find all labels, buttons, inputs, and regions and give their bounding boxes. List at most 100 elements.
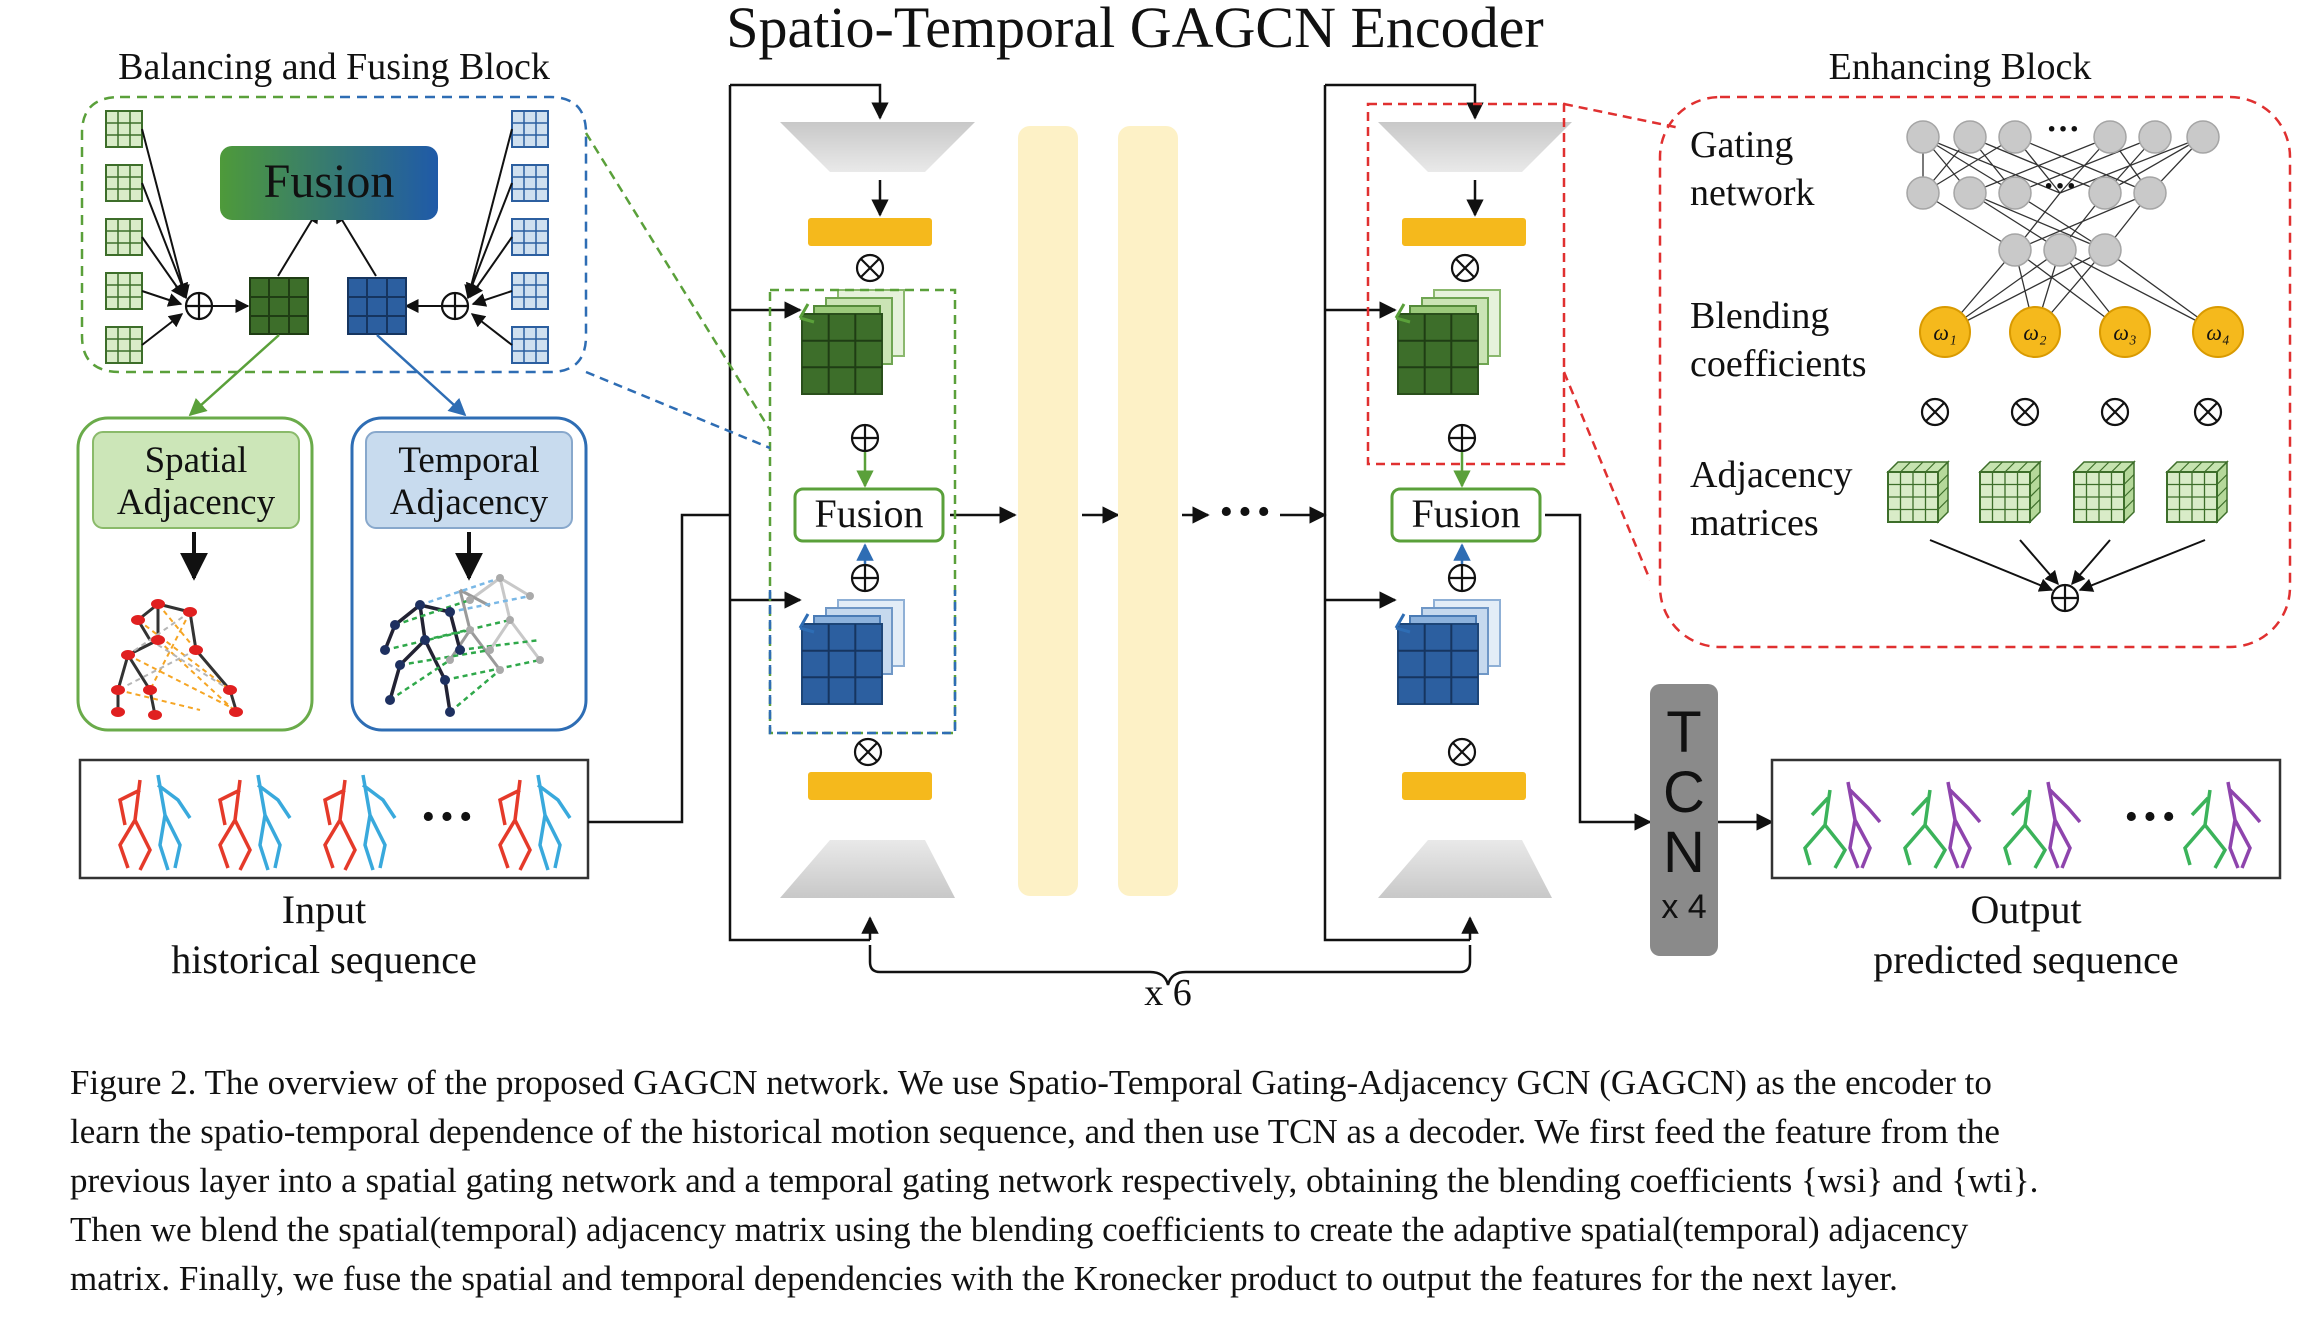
oplus-icon <box>2050 583 2080 613</box>
input-ellipsis: ··· <box>419 786 475 848</box>
input-label-line1: Input <box>282 887 366 932</box>
tcn-letter-n: N <box>1663 820 1705 885</box>
otimes-icon <box>2193 397 2223 427</box>
trapezoid-top <box>1378 122 1572 172</box>
gating-dots-middle: ··· <box>2043 168 2077 205</box>
adjacency-matrices-line2: matrices <box>1690 502 1819 544</box>
adjacency-matrix-cube <box>1979 461 2041 523</box>
temporal-skeleton-icon <box>380 574 544 717</box>
tcn-decoder-block: T C N x 4 <box>1650 684 1718 956</box>
temporal-feature-stack <box>1397 599 1501 705</box>
otimes-icon <box>853 737 883 767</box>
caption-line: matrix. Finally, we fuse the spatial and… <box>70 1259 1898 1298</box>
omega-3: ω₃ <box>2113 320 2136 345</box>
otimes-icon <box>2100 397 2130 427</box>
otimes-icon <box>1447 737 1477 767</box>
caption-line: Figure 2. The overview of the proposed G… <box>70 1063 1992 1102</box>
oplus-icon <box>1447 423 1477 453</box>
figure-caption: Figure 2. The overview of the proposed G… <box>70 1058 2270 1303</box>
fusion-label: Fusion <box>264 155 395 208</box>
layers-ellipsis: ··· <box>1217 481 1273 543</box>
output-sequence-panel: ··· <box>1770 758 2282 880</box>
output-skeleton-icon <box>2003 781 2082 869</box>
repeat-x6-label: x 6 <box>1144 972 1192 1010</box>
otimes-icon <box>1450 253 1480 283</box>
tcn-repeat-label: x 4 <box>1661 888 1706 926</box>
otimes-icon <box>1920 397 1950 427</box>
spatial-adjacency-line2: Adjacency <box>117 482 276 523</box>
temporal-adjacency-panel: Temporal Adjacency <box>350 416 588 732</box>
temporal-adjacency-grid <box>511 218 549 256</box>
trapezoid-top <box>780 122 975 172</box>
temporal-adjacency-line2: Adjacency <box>390 482 549 523</box>
encoder-connectors <box>588 83 1774 986</box>
omega-1: ω₁ <box>1933 320 1956 345</box>
adjacency-matrix-cube <box>1887 461 1949 523</box>
caption-line: Then we blend the spatial(temporal) adja… <box>70 1210 1969 1249</box>
oplus-icon <box>184 291 214 321</box>
tcn-letter-t: T <box>1666 700 1701 765</box>
caption-line: learn the spatio-temporal dependence of … <box>70 1112 2000 1151</box>
adjacency-matrices-line1: Adjacency <box>1690 454 1852 496</box>
temporal-adjacency-grid <box>511 164 549 202</box>
enhancing-block-title: Enhancing Block <box>1829 46 2092 88</box>
fusion-box-left <box>793 487 945 543</box>
spatial-adjacency-panel: Spatial Adjacency <box>76 416 314 732</box>
balancing-block-title: Balancing and Fusing Block <box>118 46 550 88</box>
temporal-adjacency-grid <box>511 110 549 148</box>
gating-bar-bottom <box>1402 772 1526 800</box>
input-sequence-panel: ··· <box>78 758 590 880</box>
tcn-letter-c: C <box>1663 760 1705 825</box>
gating-network-graph <box>1922 136 2219 333</box>
hidden-layer-bar <box>1018 126 1078 896</box>
oplus-icon <box>440 291 470 321</box>
spatial-fused-grid <box>249 277 309 335</box>
blending-coefficients-line1: Blending <box>1690 295 1829 337</box>
temporal-fused-grid <box>347 277 407 335</box>
input-skeleton-icon <box>218 774 292 871</box>
gating-network-line2: network <box>1690 172 1815 214</box>
otimes-icon <box>855 253 885 283</box>
fusion-box-right <box>1390 487 1542 543</box>
otimes-icon <box>2010 397 2040 427</box>
trapezoid-bottom <box>1378 840 1552 898</box>
oplus-icon <box>850 563 880 593</box>
fusion-label-left: Fusion <box>815 491 924 536</box>
spatial-adjacency-line1: Spatial <box>145 440 248 481</box>
temporal-adjacency-grid <box>511 272 549 310</box>
omega-2: ω₂ <box>2023 320 2047 345</box>
temporal-adjacency-line1: Temporal <box>398 440 539 481</box>
spatial-feature-stack <box>1397 289 1501 395</box>
gating-dots-top: ··· <box>2046 111 2080 148</box>
input-skeleton-icon <box>498 774 572 871</box>
gating-bar-bottom <box>808 772 932 800</box>
spatial-adjacency-grid <box>105 218 143 256</box>
blending-coefficients-line2: coefficients <box>1690 343 1867 385</box>
trapezoid-bottom <box>780 840 955 898</box>
input-skeleton-icon <box>118 774 192 871</box>
spatial-adjacency-grid <box>105 110 143 148</box>
enhancing-block: Enhancing Block Gating network Blending … <box>1658 46 2292 649</box>
output-skeleton-icon <box>2183 781 2262 869</box>
balancing-fusing-block: Balancing and Fusing Block <box>80 46 588 417</box>
output-skeleton-icon <box>1903 781 1982 869</box>
diagram-title: Spatio-Temporal GAGCN Encoder <box>726 0 1543 60</box>
gating-bar-top <box>1402 218 1526 246</box>
input-skeleton-icon <box>323 774 397 871</box>
adjacency-matrix-cube <box>2166 461 2228 523</box>
encoder-layer-right: Fusion <box>1366 102 1572 898</box>
output-label-line1: Output <box>1970 887 2081 932</box>
hidden-layer-bar <box>1118 126 1178 896</box>
output-label-line2: predicted sequence <box>1873 937 2178 982</box>
spatial-adjacency-grid <box>105 326 143 364</box>
input-label-line2: historical sequence <box>171 937 476 982</box>
caption-line: previous layer into a spatial gating net… <box>70 1161 2039 1200</box>
omega-4: ω₄ <box>2206 320 2229 345</box>
encoder-layer-left: Fusion <box>768 122 975 898</box>
oplus-icon <box>1447 563 1477 593</box>
temporal-feature-stack <box>801 599 905 705</box>
temporal-adjacency-grid <box>511 326 549 364</box>
fusion-label-right: Fusion <box>1412 491 1521 536</box>
output-skeleton-icon <box>1803 781 1882 869</box>
fusion-box <box>220 146 438 220</box>
